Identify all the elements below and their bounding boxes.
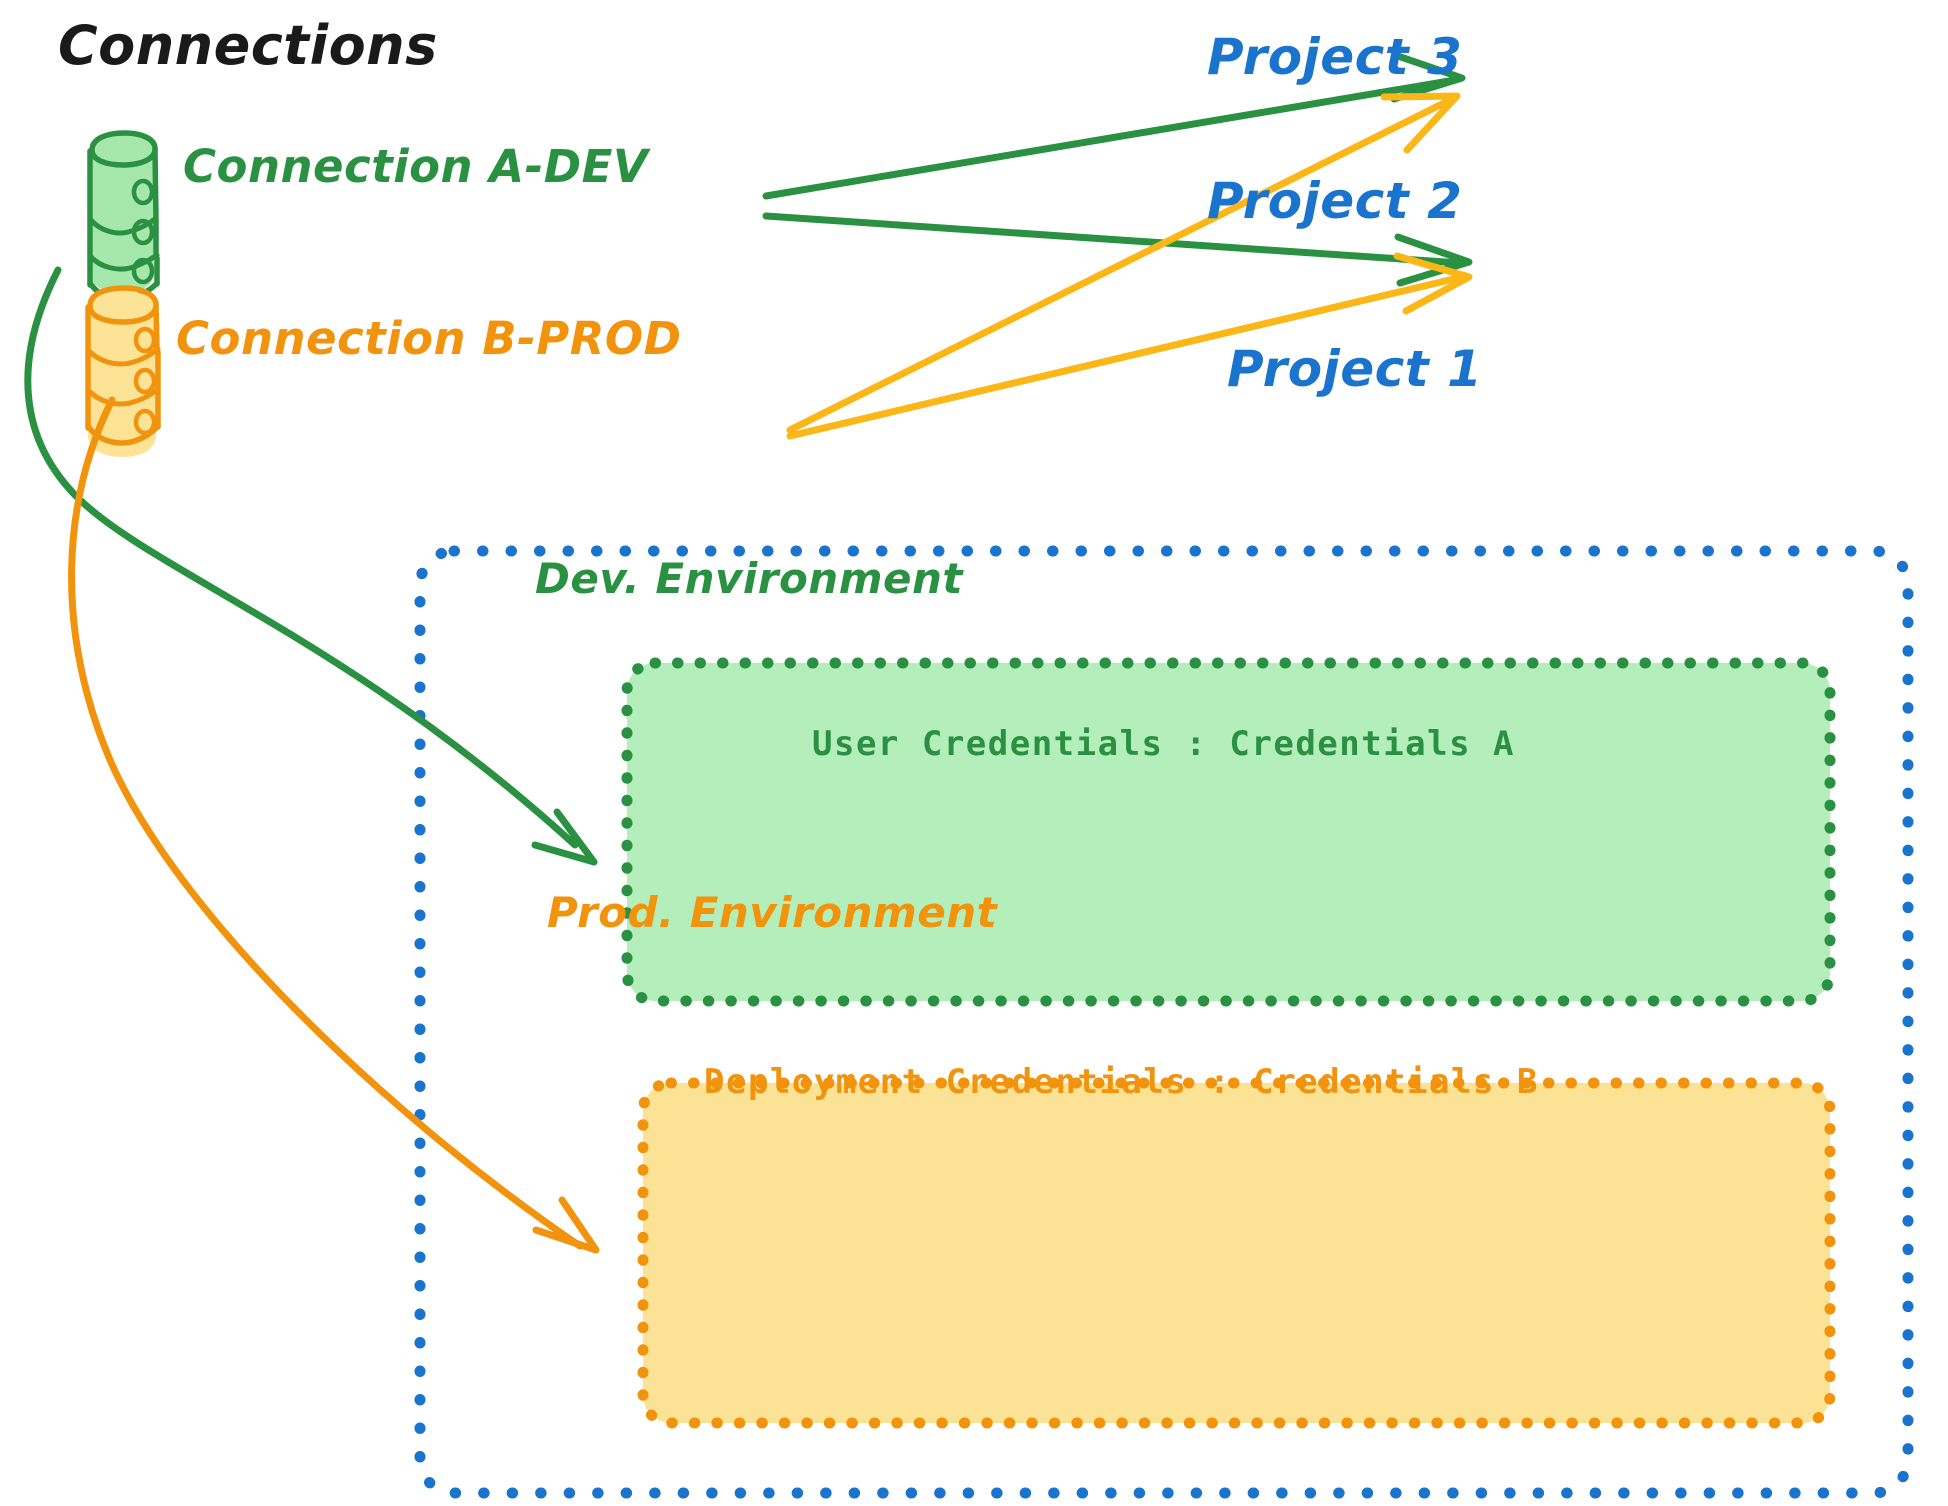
dev-environment-credentials: User Credentials : Credentials A bbox=[812, 724, 1516, 764]
edge-conn-b-to-project2 bbox=[786, 252, 1473, 440]
prod-environment-credentials: Deployment Credentials : Credentials B bbox=[704, 1062, 1539, 1102]
connection-b-prod-label[interactable]: Connection B-PROD bbox=[176, 312, 682, 365]
edge-conn-a-to-project3 bbox=[762, 51, 1466, 200]
page-title: Connections bbox=[58, 14, 438, 77]
dev-environment-title: Dev. Environment bbox=[535, 554, 963, 603]
edge-conn-a-to-dev-environment bbox=[24, 266, 598, 866]
project-3-label[interactable]: Project 3 bbox=[1207, 28, 1463, 86]
prod-environment-title: Prod. Environment bbox=[547, 888, 998, 937]
edge-conn-b-to-project3 bbox=[786, 92, 1461, 434]
project1-container-border bbox=[414, 545, 1914, 1499]
edge-conn-a-to-project2 bbox=[762, 212, 1473, 287]
edge-conn-b-to-prod-environment bbox=[68, 396, 600, 1254]
project-2-label[interactable]: Project 2 bbox=[1207, 172, 1463, 230]
dev-environment-box[interactable] bbox=[621, 657, 1836, 1007]
prod-environment-box[interactable] bbox=[637, 1077, 1836, 1429]
project-1-label[interactable]: Project 1 bbox=[1227, 340, 1483, 398]
connection-a-dev-label[interactable]: Connection A-DEV bbox=[183, 140, 649, 193]
database-cylinder-icon-a[interactable] bbox=[87, 130, 160, 302]
